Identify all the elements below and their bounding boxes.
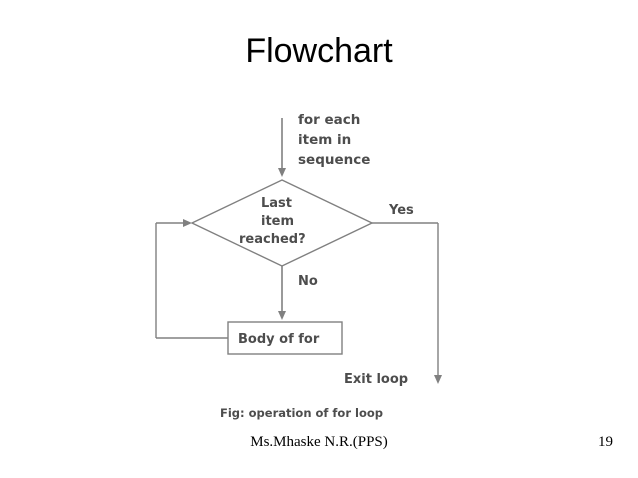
arrowhead-exit (434, 375, 442, 384)
footer-page-number: 19 (598, 434, 613, 450)
edge-label-exit: Exit loop (344, 372, 408, 387)
edge-label-yes: Yes (388, 203, 414, 218)
diagram-caption: Fig: operation of for loop (220, 406, 383, 420)
slide-footer: Ms.Mhaske N.R.(PPS) 19 (0, 434, 638, 454)
start-label-line2: item in (298, 132, 351, 148)
arrowhead-start-to-decision (278, 168, 286, 177)
decision-label-line2: item (261, 214, 294, 229)
arrowhead-no-to-body (278, 311, 286, 320)
start-label-line1: for each (298, 112, 360, 128)
arrowhead-loop-to-decision (183, 219, 192, 227)
edge-label-no: No (298, 274, 318, 289)
footer-author: Ms.Mhaske N.R.(PPS) (250, 434, 388, 450)
flowchart-diagram: for each item in sequence Last item reac… (120, 95, 520, 425)
start-label-line3: sequence (298, 152, 370, 168)
page-title: Flowchart (245, 32, 393, 70)
body-label: Body of for (238, 332, 320, 347)
decision-label-line1: Last (261, 196, 292, 211)
decision-label-line3: reached? (239, 232, 306, 247)
